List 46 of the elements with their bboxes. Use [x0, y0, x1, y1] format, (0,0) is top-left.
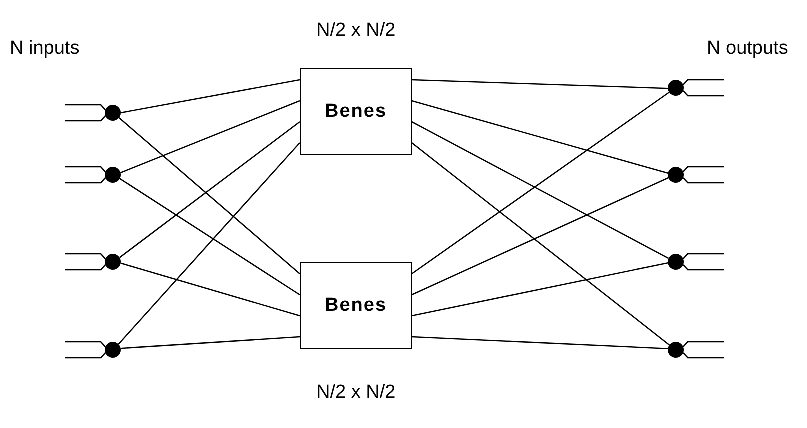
- box-title: Benes: [324, 100, 388, 122]
- switch-dot: [668, 167, 684, 183]
- switch-dot: [105, 105, 121, 121]
- box-title: Benes: [324, 294, 388, 316]
- port-line: [682, 79, 724, 86]
- connector-line: [412, 262, 668, 317]
- port-line: [65, 104, 106, 110]
- switch-dot: [105, 342, 121, 358]
- port-line: [65, 352, 106, 359]
- connector-line: [412, 92, 670, 275]
- connector-line: [120, 178, 300, 296]
- port-line: [682, 166, 724, 172]
- port-line: [65, 166, 106, 172]
- switch-dot: [668, 80, 684, 96]
- port-line: [65, 178, 106, 184]
- switch-box: [300, 262, 412, 349]
- port-line: [682, 352, 724, 359]
- port-line: [682, 341, 724, 348]
- connector-line: [120, 100, 300, 174]
- size-label: N/2 x N/2: [316, 382, 396, 404]
- port-line: [682, 264, 724, 271]
- connector-line: [412, 79, 668, 90]
- io-label: N outputs: [707, 38, 788, 60]
- port-line: [682, 253, 724, 260]
- switch-dot: [668, 254, 684, 270]
- connector-line: [412, 177, 669, 296]
- connector-line: [120, 336, 300, 350]
- switch-dot: [668, 342, 684, 358]
- port-line: [65, 341, 106, 348]
- connector-line: [412, 336, 668, 350]
- connector-line: [118, 142, 300, 345]
- port-line: [65, 116, 106, 122]
- port-line: [682, 178, 724, 184]
- switch-dot: [105, 167, 121, 183]
- connector-line: [412, 100, 668, 174]
- connector-line: [412, 142, 670, 346]
- port-line: [682, 90, 724, 97]
- connector-line: [120, 79, 300, 114]
- connector-line: [120, 262, 300, 317]
- port-line: [65, 253, 106, 260]
- switch-box: [300, 68, 412, 155]
- connector-line: [412, 121, 670, 260]
- io-label: N inputs: [10, 38, 80, 60]
- size-label: N/2 x N/2: [316, 20, 396, 42]
- port-line: [65, 264, 106, 271]
- switch-dot: [105, 254, 121, 270]
